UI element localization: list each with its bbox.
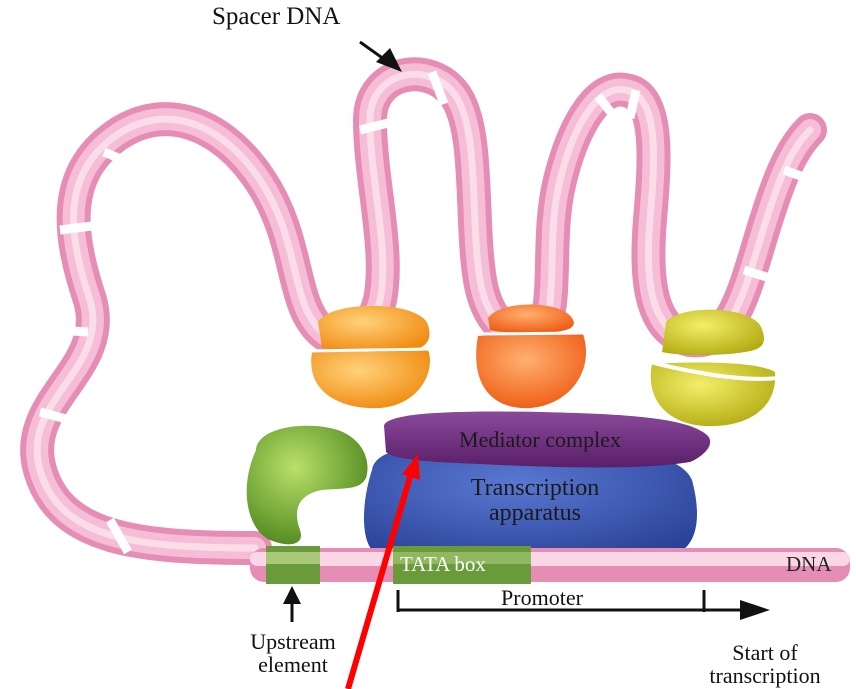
- activator-orange: [310, 306, 430, 408]
- start-label-line2: transcription: [670, 664, 856, 687]
- transcription-apparatus-label: Transcription apparatus: [385, 476, 685, 526]
- transcription-label-line2: apparatus: [385, 501, 685, 526]
- upstream-label-line2: element: [218, 653, 368, 676]
- transcription-label-line1: Transcription: [385, 476, 685, 501]
- tata-box-label: TATA box: [400, 553, 486, 575]
- activator-red-orange: [476, 305, 586, 409]
- upstream-activator-green: [247, 426, 368, 545]
- activator-yellow: [650, 310, 778, 427]
- start-label-line1: Start of: [670, 641, 856, 664]
- start-arrow-head: [740, 600, 770, 620]
- start-of-transcription-label: Start of transcription: [670, 641, 856, 687]
- dna-strand: [250, 548, 850, 582]
- upstream-label-line1: Upstream: [218, 630, 368, 653]
- upstream-arrow: [283, 586, 301, 622]
- dna-label: DNA: [786, 553, 832, 575]
- upstream-element-band: [266, 546, 320, 584]
- spacer-dna-label: Spacer DNA: [212, 4, 340, 30]
- mediator-complex-label: Mediator complex: [395, 428, 685, 451]
- upstream-element-label: Upstream element: [218, 630, 368, 676]
- promoter-label: Promoter: [462, 586, 622, 609]
